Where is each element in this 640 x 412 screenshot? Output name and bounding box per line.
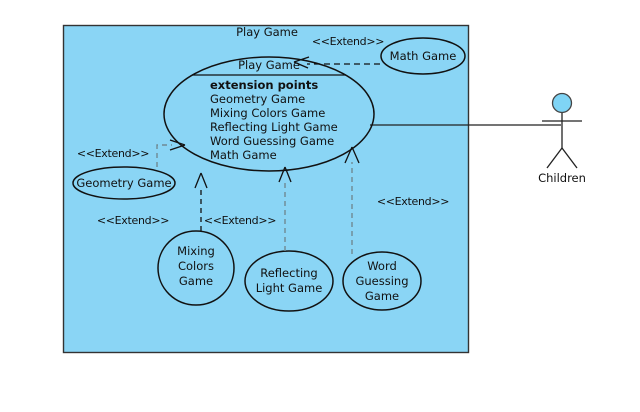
stereotype-extend-math: <<Extend>> (312, 35, 384, 48)
extend-arrowhead-geometry (169, 139, 186, 151)
use-case-play-game: Play Game extension points Geometry Game… (163, 56, 375, 172)
extension-points-header: extension points (210, 78, 318, 92)
geometry-game-ellipse (72, 166, 176, 200)
reflecting-light-game-label: Light Game (256, 281, 323, 295)
actor-leg-right (561, 147, 578, 169)
use-case-mixing-colors-game: Mixing Colors Game (157, 230, 235, 306)
reflecting-light-game-label: Reflecting (260, 266, 317, 280)
mixing-colors-game-label: Game (179, 274, 213, 288)
stereotype-extend-word: <<Extend>> (377, 195, 449, 208)
math-game-label: Math Game (390, 49, 457, 63)
actor-head-icon (551, 92, 573, 114)
mixing-colors-game-label: Colors (178, 259, 214, 273)
system-boundary-box (62, 24, 470, 354)
mixing-colors-game-label: Mixing (177, 244, 215, 258)
math-game-ellipse (380, 37, 466, 75)
actor-children: Children (538, 92, 586, 185)
extension-point-item: Reflecting Light Game (210, 120, 338, 134)
extend-arrow-word-guessing-game (344, 146, 360, 254)
stereotype-extend-geometry-top: <<Extend>> (77, 147, 149, 160)
extend-line-geometry (156, 144, 172, 167)
extend-arrowhead-mixing (194, 172, 208, 189)
word-guessing-game-label: Word (367, 259, 397, 273)
extend-arrow-reflecting-light-game (278, 166, 292, 251)
use-case-math-game: Math Game (380, 37, 466, 75)
mixing-colors-game-ellipse (157, 230, 235, 306)
geometry-game-label: Geometry Game (76, 176, 171, 190)
actor-leg-left (546, 147, 563, 169)
extension-point-item: Word Guessing Game (210, 134, 334, 148)
word-guessing-game-label: Game (365, 289, 399, 303)
extension-point-item: Mixing Colors Game (210, 106, 325, 120)
word-guessing-game-label: Guessing (355, 274, 408, 288)
extend-arrowhead-word (344, 146, 360, 164)
use-case-geometry-game: Geometry Game (72, 166, 176, 200)
extension-point-item: Geometry Game (210, 92, 305, 106)
use-case-reflecting-light-game: Reflecting Light Game (244, 250, 334, 312)
stereotype-extend-mixing: <<Extend>> (204, 214, 276, 227)
extend-arrow-mixing-colors-game (194, 172, 208, 231)
extend-arrow-geometry-game (156, 139, 186, 167)
system-title: Play Game (236, 25, 298, 39)
extension-point-item: Math Game (210, 148, 277, 162)
play-game-title: Play Game (238, 58, 300, 72)
reflecting-light-game-ellipse (244, 250, 334, 312)
word-guessing-game-ellipse (342, 251, 422, 311)
extend-arrowhead-math (293, 56, 310, 69)
stereotype-extend-geometry-bottom: <<Extend>> (97, 214, 169, 227)
extend-arrowhead-reflecting (278, 166, 292, 183)
actor-label: Children (538, 171, 586, 185)
use-case-word-guessing-game: Word Guessing Game (342, 251, 422, 311)
play-game-ellipse (163, 56, 375, 172)
extend-arrow-math-game (293, 56, 380, 69)
